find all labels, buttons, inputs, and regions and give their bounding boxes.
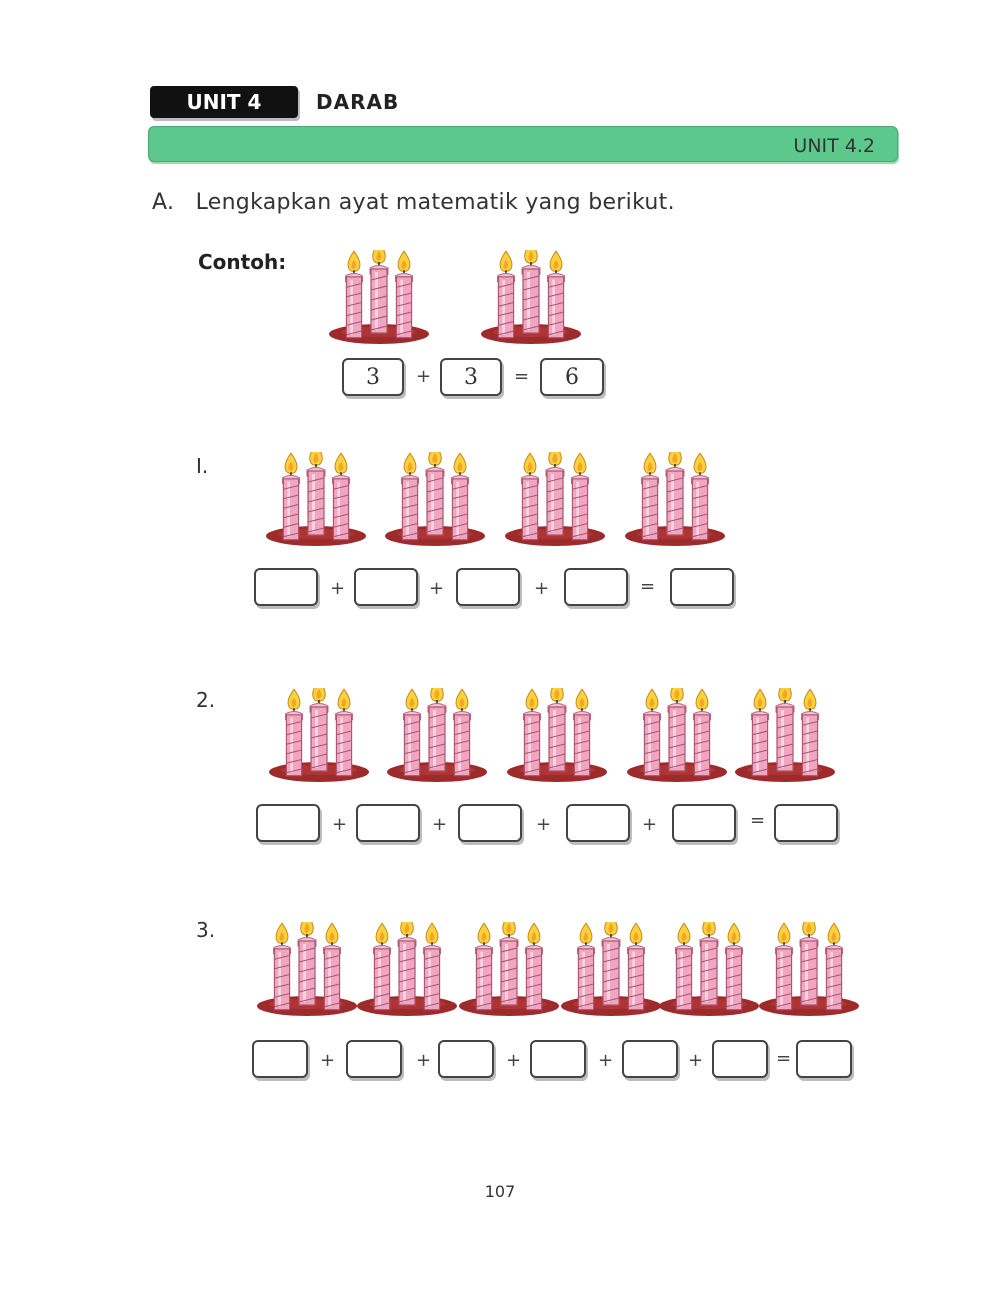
plus-sign: + [688, 1050, 704, 1071]
equals-sign: = [640, 576, 656, 597]
candle-group [504, 452, 606, 552]
candle-group [356, 922, 458, 1022]
candles-icon [480, 250, 582, 346]
candles-icon [658, 922, 760, 1018]
candles-icon [328, 250, 430, 346]
answer-box[interactable] [438, 1040, 494, 1078]
candle-group [384, 452, 486, 552]
candle-group [506, 688, 608, 788]
answer-box[interactable] [530, 1040, 586, 1078]
candles-icon [384, 452, 486, 548]
section-letter: A. [152, 190, 175, 215]
answer-box[interactable] [566, 804, 630, 842]
candles-icon [458, 922, 560, 1018]
answer-box[interactable] [354, 568, 418, 606]
answer-box[interactable] [356, 804, 420, 842]
answer-box: 3 [342, 358, 404, 396]
answer-box[interactable] [256, 804, 320, 842]
plus-sign: + [534, 578, 550, 599]
answer-box[interactable] [712, 1040, 768, 1078]
plus-sign: + [536, 814, 552, 835]
candle-group [386, 688, 488, 788]
candle-group [626, 688, 728, 788]
candle-group [268, 688, 370, 788]
candles-icon [624, 452, 726, 548]
unit-title: DARAB [316, 90, 400, 114]
answer-box[interactable] [252, 1040, 308, 1078]
answer-box[interactable] [622, 1040, 678, 1078]
answer-box[interactable] [456, 568, 520, 606]
plus-sign: + [642, 814, 658, 835]
subunit-bar: UNIT 4.2 [148, 126, 898, 162]
candles-icon [256, 922, 358, 1018]
candles-icon [268, 688, 370, 784]
answer-box[interactable] [346, 1040, 402, 1078]
candles-icon [386, 688, 488, 784]
plus-sign: + [416, 366, 432, 387]
candles-icon [758, 922, 860, 1018]
candles-icon [506, 688, 608, 784]
answer-box[interactable] [796, 1040, 852, 1078]
answer-box[interactable] [458, 804, 522, 842]
page-number: 107 [484, 1182, 516, 1201]
candle-group [734, 688, 836, 788]
answer-box[interactable] [564, 568, 628, 606]
answer-box[interactable] [672, 804, 736, 842]
candles-icon [560, 922, 662, 1018]
candle-group [758, 922, 860, 1022]
candles-icon [356, 922, 458, 1018]
equals-sign: = [776, 1048, 792, 1069]
plus-sign: + [416, 1050, 432, 1071]
plus-sign: + [330, 578, 346, 599]
answer-box[interactable] [670, 568, 734, 606]
answer-box: 6 [540, 358, 604, 396]
candle-group [480, 250, 582, 350]
candles-icon [626, 688, 728, 784]
question-number: 2. [196, 688, 216, 712]
candle-group [624, 452, 726, 552]
plus-sign: + [432, 814, 448, 835]
plus-sign: + [332, 814, 348, 835]
instruction: A. Lengkapkan ayat matematik yang beriku… [152, 190, 675, 215]
candles-icon [734, 688, 836, 784]
answer-box: 3 [440, 358, 502, 396]
candle-group [560, 922, 662, 1022]
equals-sign: = [514, 366, 530, 387]
subunit-label: UNIT 4.2 [793, 135, 875, 157]
answer-box[interactable] [774, 804, 838, 842]
example-label: Contoh: [198, 250, 287, 274]
plus-sign: + [320, 1050, 336, 1071]
answer-box[interactable] [254, 568, 318, 606]
candle-group [458, 922, 560, 1022]
question-number: I. [196, 454, 209, 478]
instruction-text: Lengkapkan ayat matematik yang berikut. [195, 190, 675, 215]
candle-group [256, 922, 358, 1022]
candle-group [265, 452, 367, 552]
plus-sign: + [429, 578, 445, 599]
candle-group [658, 922, 760, 1022]
equals-sign: = [750, 810, 766, 831]
question-number: 3. [196, 918, 216, 942]
unit-badge: UNIT 4 [150, 86, 298, 118]
candle-group [328, 250, 430, 350]
candles-icon [504, 452, 606, 548]
plus-sign: + [506, 1050, 522, 1071]
candles-icon [265, 452, 367, 548]
plus-sign: + [598, 1050, 614, 1071]
